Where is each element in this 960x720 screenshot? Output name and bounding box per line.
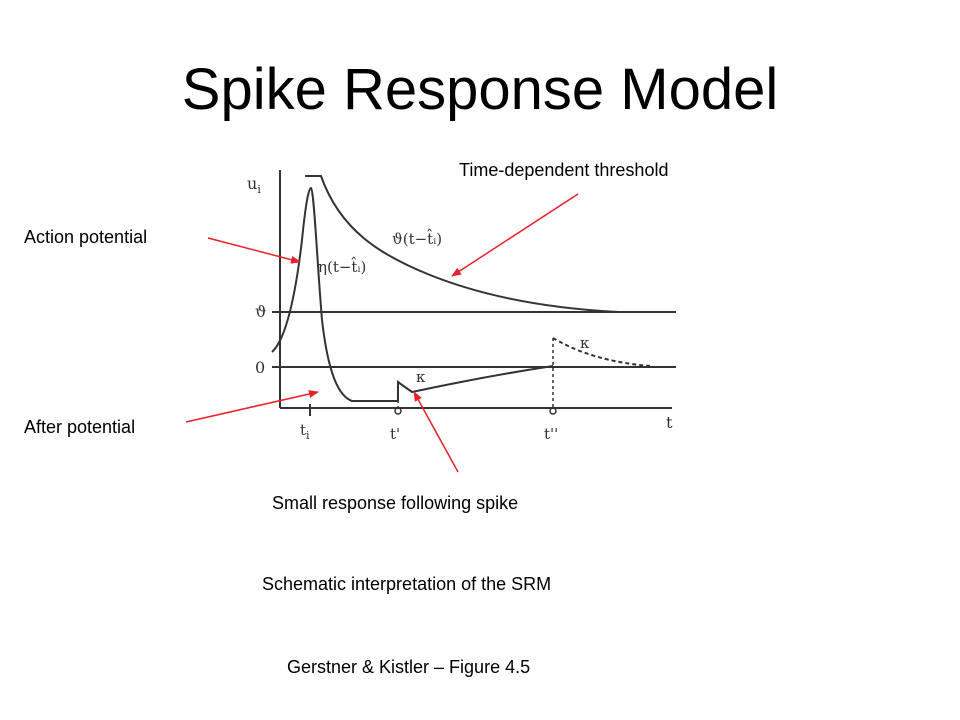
x-axis-label: t [666, 413, 673, 432]
t-double-prime-tick-label: t'' [544, 425, 558, 443]
kappa-label-second: κ [580, 334, 590, 352]
y-axis-label: ui [247, 174, 261, 196]
t-prime-tick-mark [394, 407, 402, 415]
threshold-curve [305, 175, 619, 313]
label-after-potential: After potential [24, 417, 136, 437]
theta-curve-label: ϑ(t−t̂ᵢ) [392, 229, 442, 248]
threshold-axis-label: ϑ [255, 302, 266, 321]
kappa-response-curve [397, 365, 554, 401]
kappa-label-first: κ [416, 368, 426, 386]
caption-schematic: Schematic interpretation of the SRM [262, 574, 552, 594]
ti-tick-label: ti [300, 421, 310, 442]
eta-curve-label: η(t−t̂ᵢ) [318, 257, 366, 276]
label-time-dependent-threshold: Time-dependent threshold [459, 160, 669, 180]
t-double-prime-tick-mark [549, 407, 557, 415]
label-small-response: Small response following spike [272, 493, 519, 513]
t-prime-tick-label: t' [390, 425, 400, 443]
arrow-threshold [451, 193, 579, 277]
arrow-small-response [413, 391, 459, 473]
arrow-after-potential [185, 390, 319, 423]
second-kappa-curve [552, 337, 651, 367]
action-potential-curve [271, 186, 398, 402]
arrow-action-potential [207, 237, 301, 264]
label-action-potential: Action potential [24, 227, 148, 247]
zero-axis-label: 0 [255, 358, 265, 377]
caption-source: Gerstner & Kistler – Figure 4.5 [287, 657, 531, 677]
slide-title: Spike Response Model [181, 57, 779, 122]
